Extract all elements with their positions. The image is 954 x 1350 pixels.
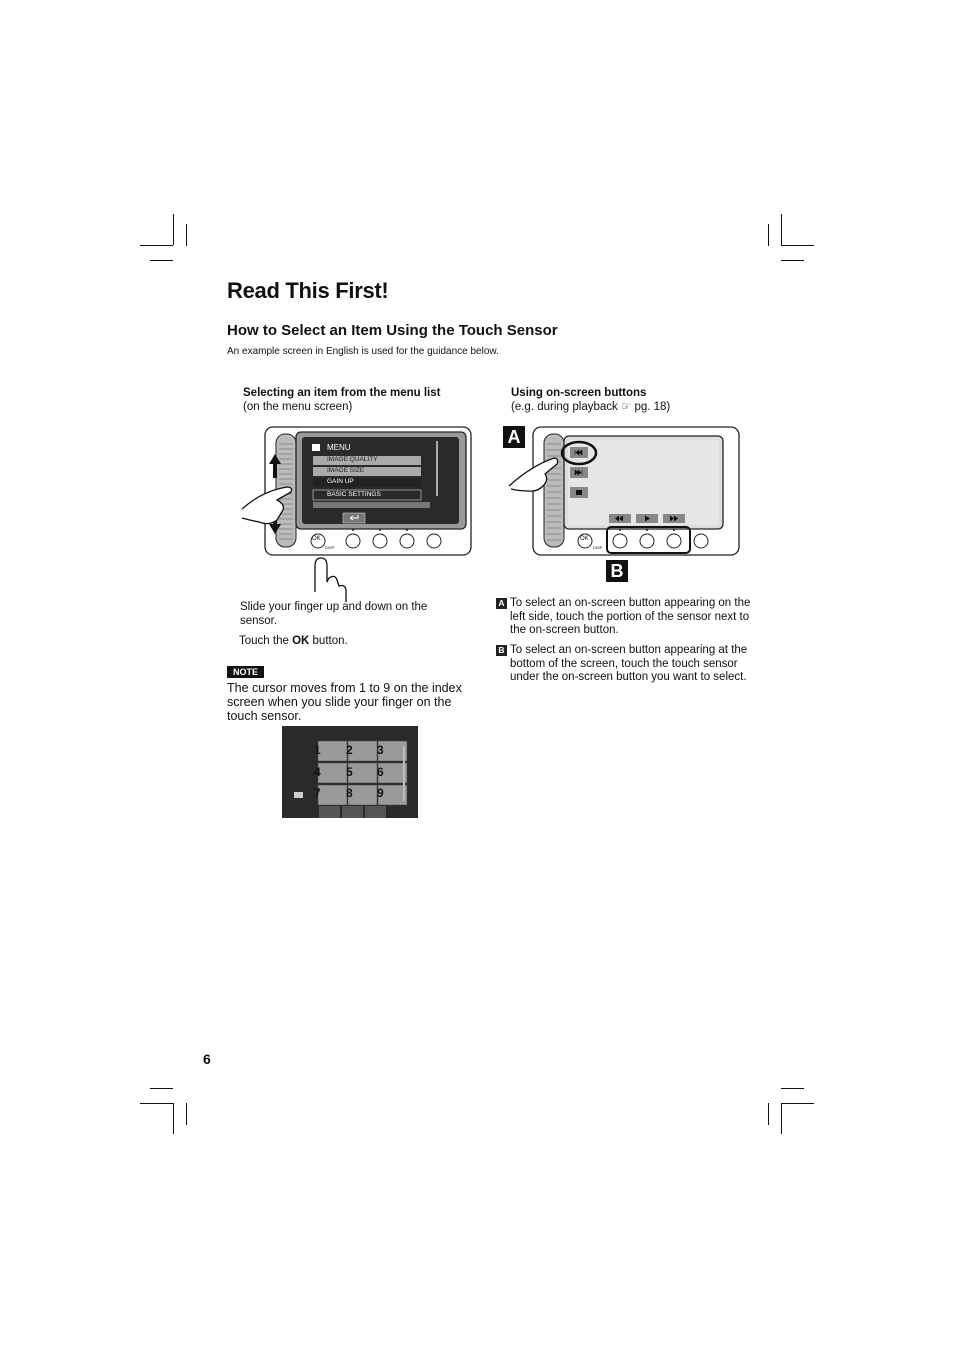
- crop-mark: [186, 224, 187, 246]
- index-number-7: 7: [314, 786, 321, 800]
- crop-mark: [140, 245, 173, 246]
- note-badge: NOTE: [227, 666, 264, 678]
- right-caption-title: Using on-screen buttons: [511, 387, 647, 399]
- index-number-6: 6: [377, 765, 384, 779]
- crop-mark: [781, 1103, 814, 1104]
- page-number: 6: [203, 1051, 211, 1067]
- ok-button[interactable]: OK: [312, 536, 321, 542]
- crop-mark: [186, 1103, 187, 1125]
- index-number-4: 4: [314, 765, 321, 779]
- index-number-1: 1: [314, 743, 321, 757]
- crop-mark: [781, 1088, 804, 1089]
- playback-screen-illustration: [508, 426, 740, 556]
- item-a: A To select an on-screen button appearin…: [496, 597, 755, 638]
- crop-mark: [781, 214, 782, 245]
- index-number-2: 2: [346, 743, 353, 757]
- left-caption: Selecting an item from the menu list (on…: [243, 386, 440, 414]
- index-number-8: 8: [346, 786, 353, 800]
- menu-item-image-size[interactable]: IMAGE SIZE: [327, 467, 365, 474]
- crop-mark: [150, 260, 173, 261]
- crop-mark: [150, 1088, 173, 1089]
- page-title: Read This First!: [227, 278, 389, 303]
- label-a-large: A: [503, 426, 525, 448]
- menu-item-image-quality[interactable]: IMAGE QUALITY: [327, 456, 378, 463]
- item-b: B To select an on-screen button appearin…: [496, 644, 755, 685]
- menu-item-basic-settings[interactable]: BASIC SETTINGS: [327, 491, 381, 498]
- index-number-5: 5: [346, 765, 353, 779]
- crop-mark: [781, 260, 804, 261]
- left-caption-title: Selecting an item from the menu list: [243, 387, 441, 399]
- label-a-small: A: [496, 598, 507, 609]
- intro-text: An example screen in English is used for…: [227, 346, 499, 357]
- index-number-9: 9: [377, 786, 384, 800]
- right-caption: Using on-screen buttons (e.g. during pla…: [511, 386, 670, 414]
- note-text: The cursor moves from 1 to 9 on the inde…: [227, 681, 462, 723]
- left-caption-sub: (on the menu screen): [243, 401, 353, 413]
- crop-mark: [781, 1103, 782, 1134]
- crop-mark: [173, 1103, 174, 1134]
- disp-label-playback: DISP: [593, 545, 603, 550]
- menu-header: MENU: [327, 443, 351, 452]
- label-b-large: B: [606, 560, 628, 582]
- menu-screen-illustration: [241, 426, 472, 602]
- menu-item-gain-up[interactable]: GAIN UP: [327, 478, 354, 485]
- section-heading: How to Select an Item Using the Touch Se…: [227, 322, 558, 339]
- disp-label: DISP: [325, 545, 335, 550]
- crop-mark: [768, 1103, 769, 1125]
- index-number-3: 3: [377, 743, 384, 757]
- step-2: Touch the OK button.: [239, 635, 348, 647]
- ok-button-playback[interactable]: OK: [580, 536, 589, 542]
- crop-mark: [781, 245, 814, 246]
- index-screen-illustration: [282, 726, 418, 818]
- right-caption-sub: (e.g. during playback ☞ pg. 18): [511, 401, 671, 413]
- label-b-small: B: [496, 645, 507, 656]
- step-1: Slide your finger up and down on the sen…: [240, 601, 428, 627]
- crop-mark: [140, 1103, 173, 1104]
- crop-mark: [768, 224, 769, 246]
- crop-mark: [173, 214, 174, 245]
